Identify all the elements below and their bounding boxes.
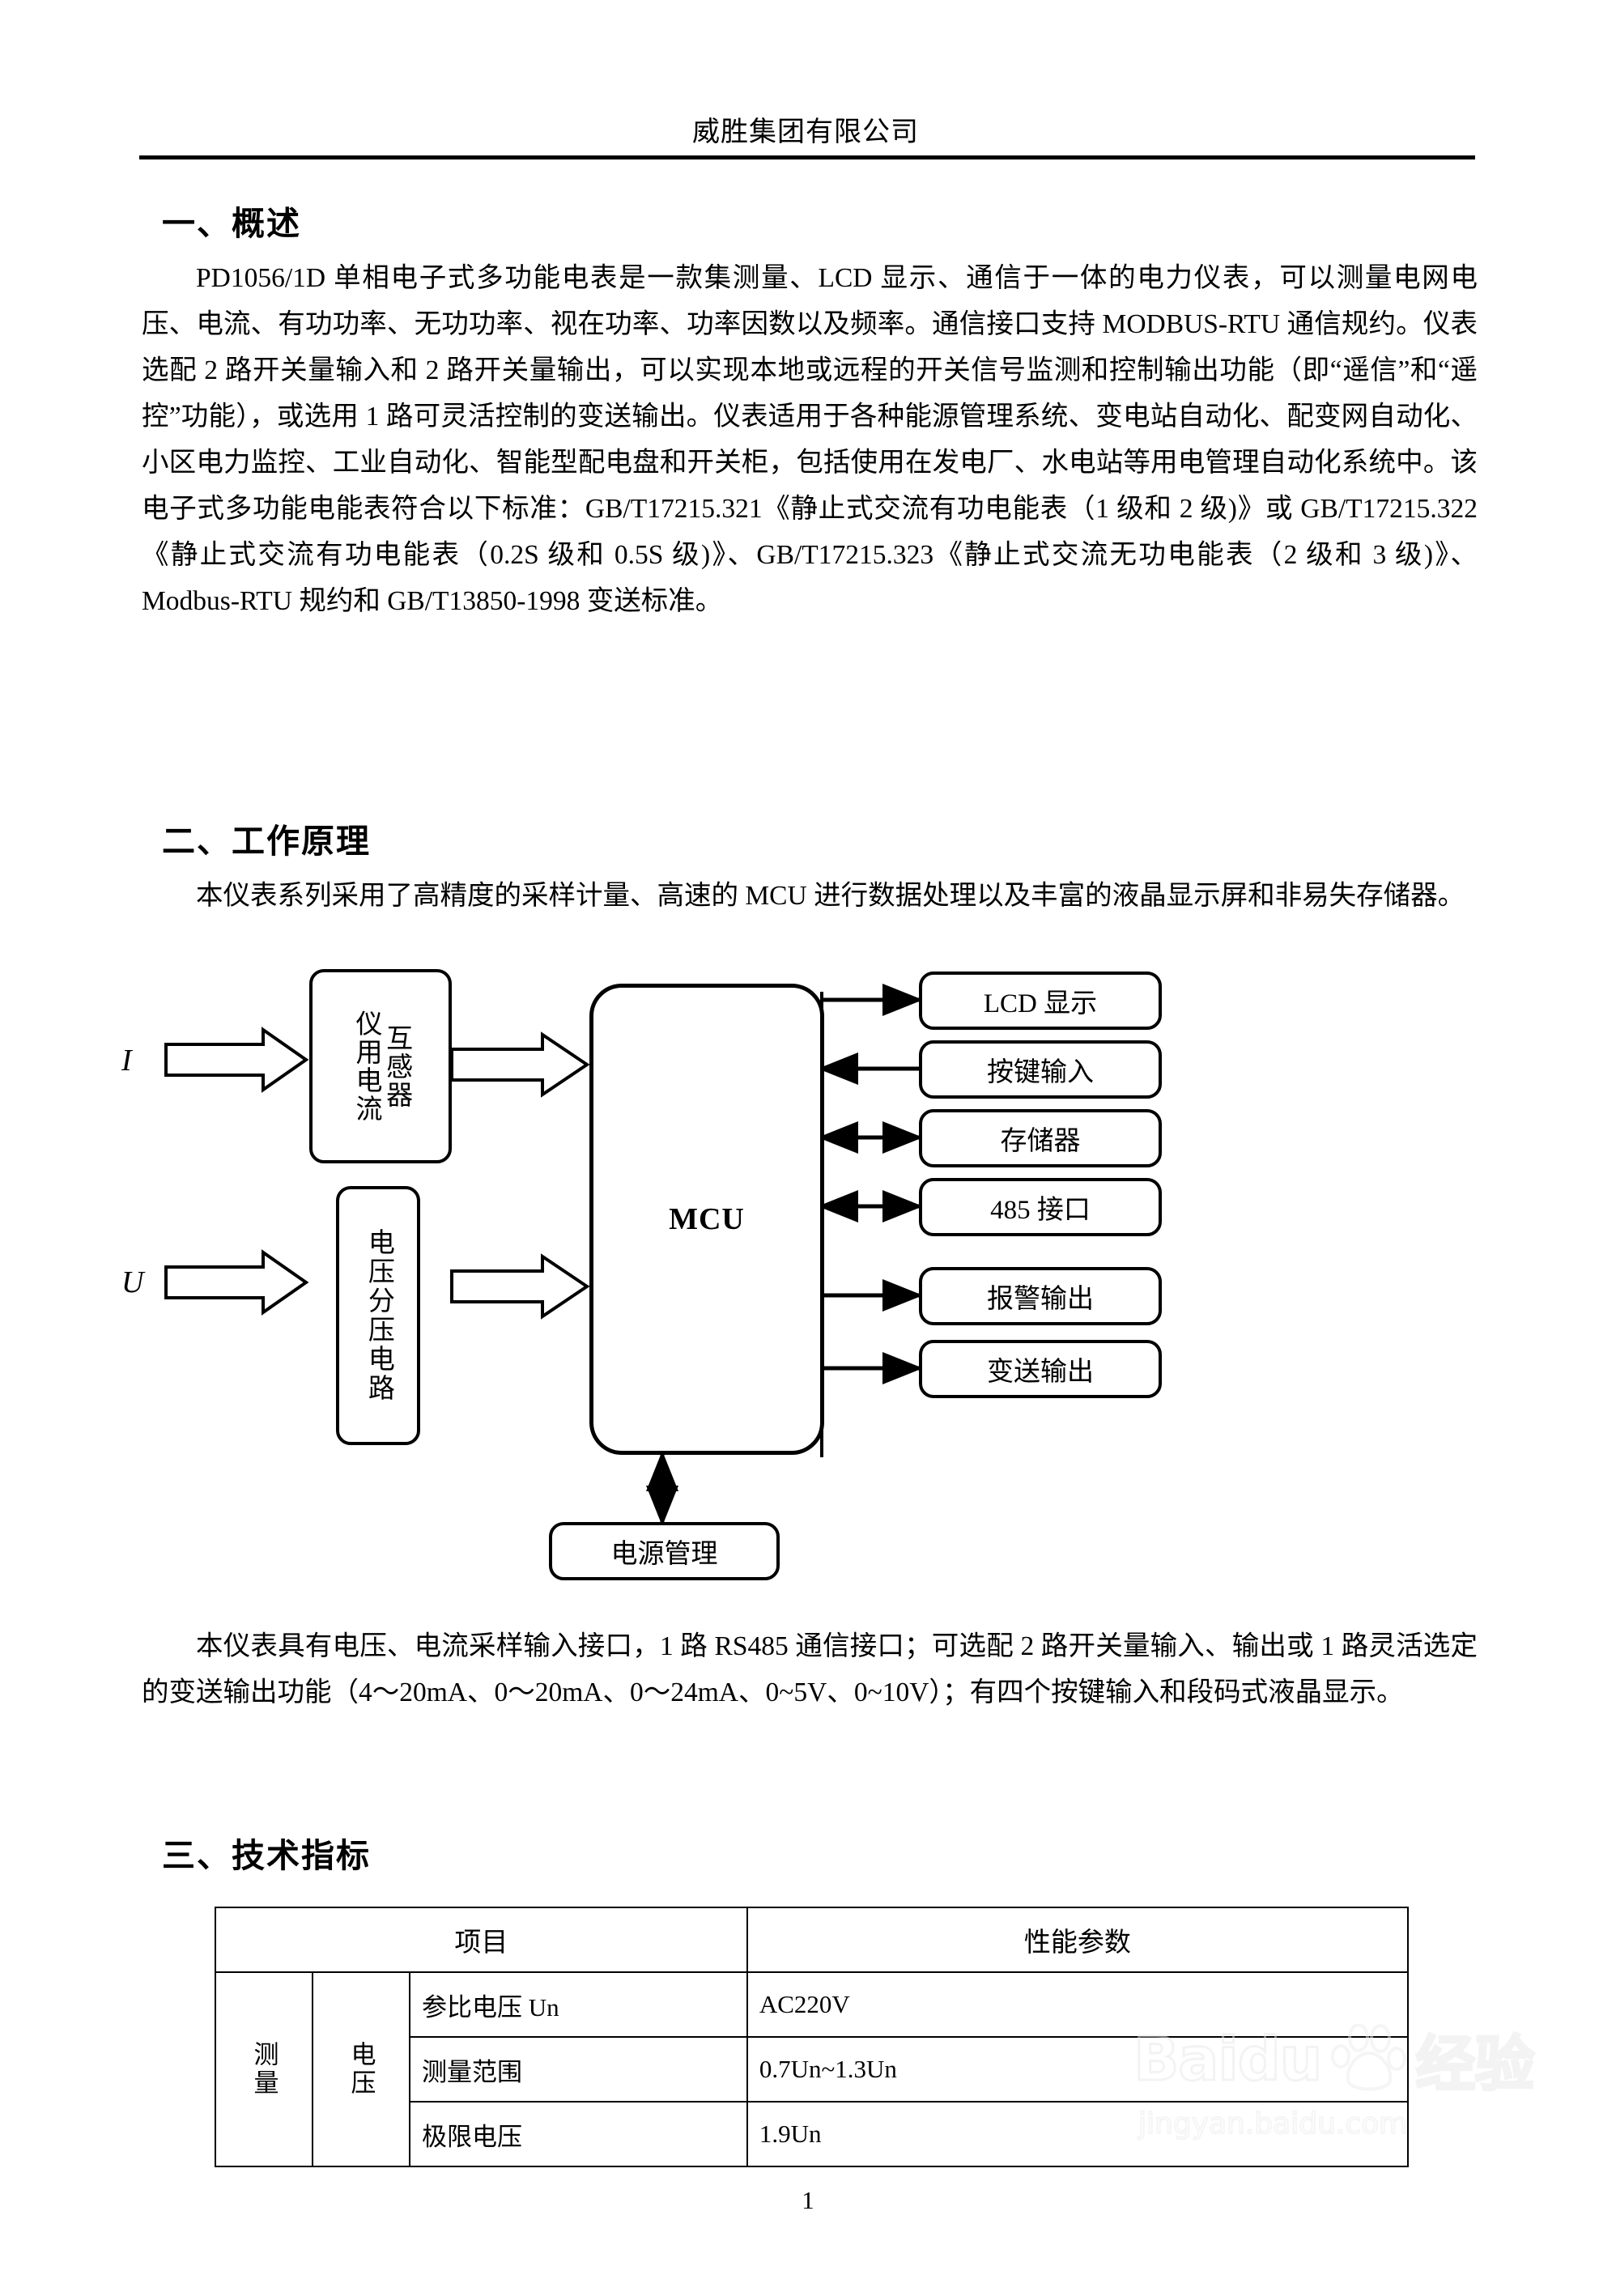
heading-section-1: 一、概述 (162, 204, 301, 243)
diagram-node-transmit-output: 变送输出 (919, 1340, 1162, 1398)
diagram-node-voltage-divider: 电压分压电路 (336, 1186, 420, 1445)
paragraph-section-2-intro-text: 本仪表系列采用了高精度的采样计量、高速的 MCU 进行数据处理以及丰富的液晶显示… (196, 881, 1465, 911)
diagram-node-current-transformer: 互感器 仪用电流 (309, 969, 452, 1163)
diagram-node-lcd-display: LCD 显示 (919, 972, 1162, 1030)
diagram-node-ct-left-column: 仪用电流 (351, 1010, 381, 1123)
table-cell-item-value: AC220V (746, 1971, 1410, 2038)
diagram-node-alarm-output: 报警输出 (919, 1267, 1162, 1325)
table-row: 测量范围 0.7Un~1.3Un (215, 2036, 1410, 2103)
paragraph-section-1: PD1056/1D 单相电子式多功能电表是一款集测量、LCD 显示、通信于一体的… (142, 255, 1478, 624)
paragraph-section-2-detail: 本仪表具有电压、电流采样输入接口，1 路 RS485 通信接口；可选配 2 路开… (142, 1623, 1478, 1716)
table-subgroup-voltage: 电压 (312, 1971, 410, 2167)
diagram-node-485-interface: 485 接口 (919, 1178, 1162, 1236)
table-cell-item-value: 1.9Un (746, 2101, 1410, 2167)
table-header-param: 性能参数 (746, 1907, 1410, 1973)
block-diagram: I U 互感器 仪用电流 电压分压电路 MCU LCD 显示 按键输入 存储器 … (121, 955, 1352, 1603)
paragraph-section-2-detail-text: 本仪表具有电压、电流采样输入接口，1 路 RS485 通信接口；可选配 2 路开… (142, 1631, 1478, 1707)
heading-section-2: 二、工作原理 (162, 822, 371, 861)
diagram-node-power-management: 电源管理 (549, 1522, 780, 1580)
technical-spec-table: 项目 性能参数 测量 电压 参比电压 Un AC220V 测量范围 0.7Un~… (215, 1907, 1410, 2167)
table-header-item: 项目 (215, 1907, 748, 1973)
paragraph-section-2-intro: 本仪表系列采用了高精度的采样计量、高速的 MCU 进行数据处理以及丰富的液晶显示… (142, 873, 1478, 919)
heading-section-3: 三、技术指标 (162, 1836, 371, 1875)
watermark-brand-cn-text: 经验 (1414, 2029, 1536, 2101)
header-divider (139, 155, 1475, 159)
table-cell-item-name: 参比电压 Un (409, 1971, 748, 2038)
paragraph-section-1-text: PD1056/1D 单相电子式多功能电表是一款集测量、LCD 显示、通信于一体的… (142, 263, 1478, 616)
table-row: 测量 电压 参比电压 Un AC220V (215, 1971, 1410, 2167)
table-row: 极限电压 1.9Un (215, 2101, 1410, 2167)
diagram-node-ct-right-column: 互感器 (381, 1023, 411, 1109)
table-cell-item-value: 0.7Un~1.3Un (746, 2036, 1410, 2103)
diagram-node-memory: 存储器 (919, 1109, 1162, 1167)
table-cell-item-name: 测量范围 (409, 2036, 748, 2103)
diagram-node-mcu: MCU (589, 984, 824, 1455)
diagram-node-key-input: 按键输入 (919, 1040, 1162, 1099)
table-cell-item-name: 极限电压 (409, 2101, 748, 2167)
page-number: 1 (802, 2186, 814, 2214)
page-header-company: 威胜集团有限公司 (692, 117, 919, 147)
table-group-measurement: 测量 (215, 1971, 313, 2167)
table-header-row: 项目 性能参数 (215, 1907, 1410, 1973)
diagram-input-current-label: I (121, 1044, 132, 1078)
diagram-input-voltage-label: U (121, 1265, 144, 1299)
